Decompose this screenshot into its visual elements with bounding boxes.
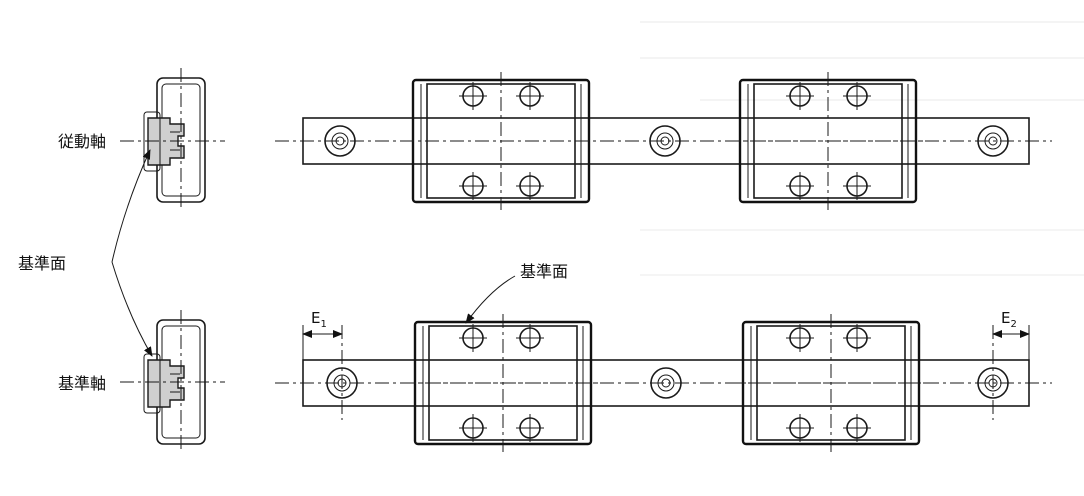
rail-hole <box>649 125 681 157</box>
ghost-table <box>640 21 1084 276</box>
mounting-hole <box>459 414 487 442</box>
mounting-hole <box>459 172 487 200</box>
mounting-hole <box>459 324 487 352</box>
carriage-block <box>400 72 602 210</box>
mounting-hole <box>786 324 814 352</box>
top-rail-assembly <box>275 72 1052 210</box>
mounting-hole <box>786 172 814 200</box>
mounting-hole <box>786 82 814 110</box>
mounting-hole <box>516 414 544 442</box>
end-view-driven <box>120 68 225 210</box>
rail-hole <box>324 125 356 157</box>
label-reference-surface: 基準面 <box>18 254 66 273</box>
mounting-hole <box>843 82 871 110</box>
mounting-hole <box>843 414 871 442</box>
carriage-block <box>730 314 932 452</box>
mounting-hole <box>786 414 814 442</box>
label-e2: E2 <box>1001 309 1017 330</box>
label-e1: E1 <box>311 309 327 330</box>
mounting-hole <box>459 82 487 110</box>
bottom-rail-assembly <box>275 314 1052 452</box>
mounting-hole <box>516 324 544 352</box>
dimension-e2 <box>992 325 1030 420</box>
carriage-block <box>402 314 604 452</box>
mounting-hole <box>843 172 871 200</box>
label-reference-surface-block: 基準面 <box>520 262 568 281</box>
rail-hole <box>650 367 682 399</box>
end-view-reference <box>120 310 225 452</box>
dimension-e1 <box>302 325 343 420</box>
mounting-hole <box>843 324 871 352</box>
rail-hole <box>977 125 1009 157</box>
mounting-hole <box>516 82 544 110</box>
label-driven-axis: 従動軸 <box>58 132 106 151</box>
carriage-block <box>727 72 929 210</box>
mounting-hole <box>516 172 544 200</box>
label-reference-axis: 基準軸 <box>58 374 106 393</box>
leader-lines <box>111 149 516 357</box>
